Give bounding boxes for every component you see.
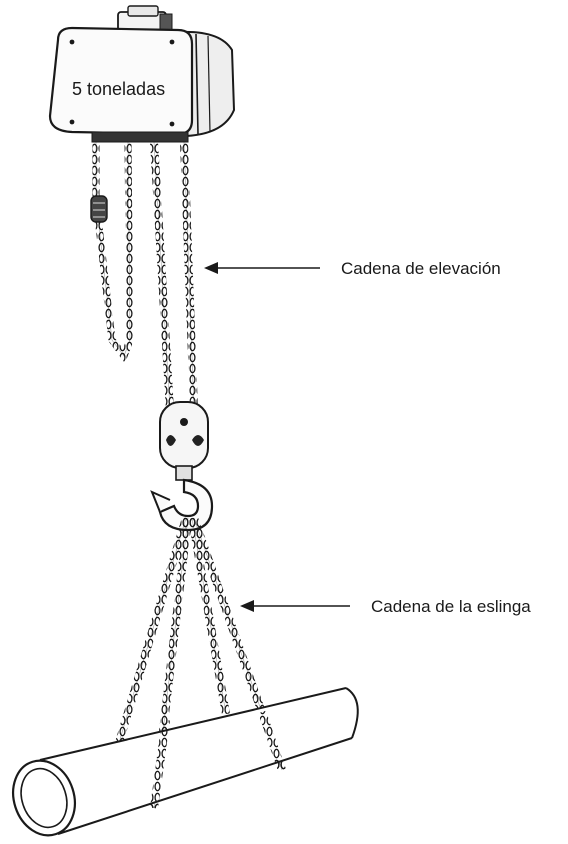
lifting-chain-arrow: [204, 262, 320, 274]
pipe: [4, 688, 358, 843]
sling-chain-arrow: [240, 600, 350, 612]
sling-chain-label: Cadena de la eslinga: [371, 597, 531, 616]
lifting-chain-label: Cadena de elevación: [341, 259, 501, 278]
hoist-capacity-label: 5 toneladas: [72, 79, 165, 99]
lifting-chain: [154, 142, 194, 410]
hand-chain: [91, 142, 130, 356]
hoist-body: [50, 6, 234, 142]
hook-block: [160, 402, 208, 480]
